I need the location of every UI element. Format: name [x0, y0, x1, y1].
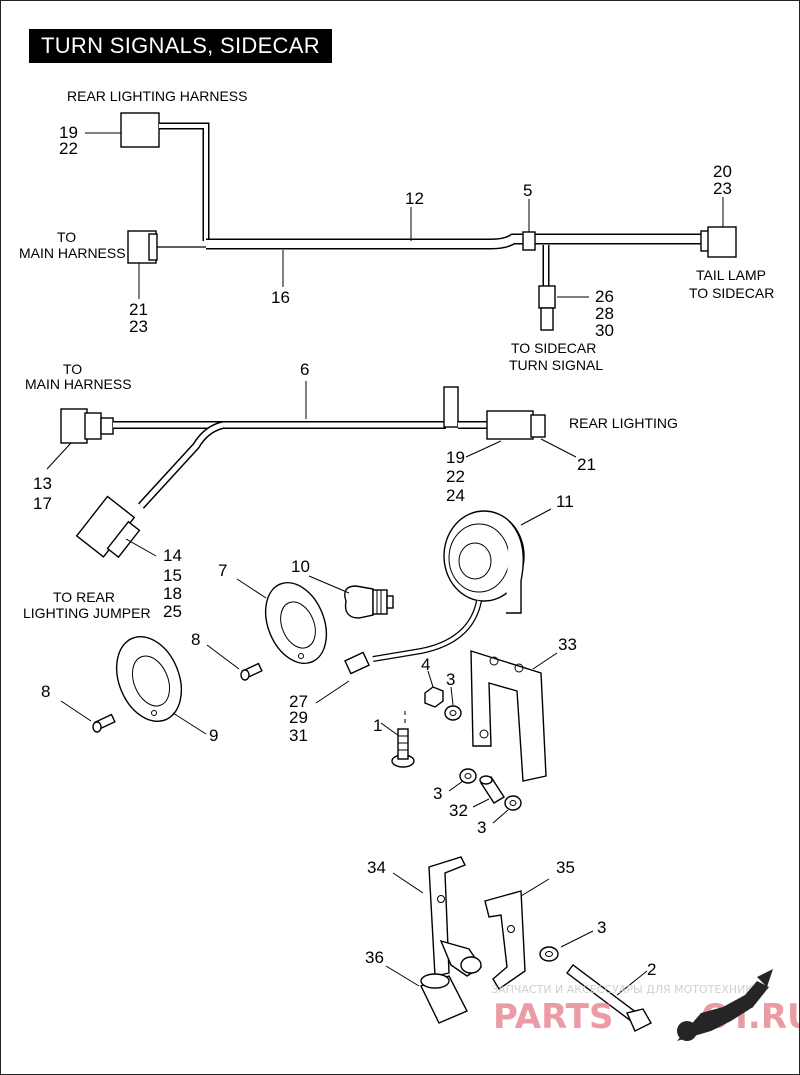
bracket-35: [484, 890, 526, 991]
callout-33: 33: [558, 635, 577, 654]
callout-4: 4: [421, 655, 430, 674]
washer-3-lower: [459, 768, 477, 784]
label-main-harness: MAIN HARNESS: [19, 245, 126, 261]
callout-26: 26: [595, 287, 614, 306]
lens-9: [115, 635, 183, 723]
washer-3-bottom: [539, 946, 559, 962]
callout-3: 3: [446, 670, 455, 689]
page-title: TURN SIGNALS, SIDECAR: [29, 29, 332, 63]
watermark-caption: ЗАПЧАСТИ И АКСЕССУАРЫ ДЛЯ МОТОТЕХНИКИ: [491, 983, 761, 996]
bolt-2: [566, 964, 652, 1032]
tie-strap: [443, 386, 459, 428]
label-tail-lamp: TAIL LAMP: [696, 267, 766, 283]
label-lighting-jumper: LIGHTING JUMPER: [23, 605, 151, 621]
callout-32: 32: [449, 801, 468, 820]
turn-signal-lamp-11: [344, 510, 525, 675]
callout-9: 9: [209, 726, 218, 745]
callout-22b: 22: [446, 467, 465, 486]
nut-4: [424, 686, 444, 708]
motorcycle-logo-icon: [677, 969, 773, 1041]
label-rear-lighting: REAR LIGHTING: [569, 415, 678, 431]
callout-34: 34: [367, 858, 386, 877]
callout-29: 29: [289, 708, 308, 727]
spacer-32: [479, 775, 505, 804]
washer-3-end: [504, 795, 522, 811]
callout-15: 15: [163, 566, 182, 585]
callout-20: 20: [713, 162, 732, 181]
callout-16: 16: [271, 288, 290, 307]
callout-27: 27: [289, 692, 308, 711]
callout-12: 12: [405, 189, 424, 208]
label-to-rear: TO REAR: [53, 589, 115, 605]
callout-5: 5: [523, 181, 532, 200]
spacer-36: [420, 973, 468, 1024]
callout-11: 11: [556, 492, 574, 511]
washer-3: [444, 705, 462, 721]
label-to-sidecar: TO SIDECAR: [689, 285, 774, 301]
callout-36: 36: [365, 948, 384, 967]
callout-35: 35: [556, 858, 575, 877]
mounting-bracket-33: [470, 650, 547, 782]
callout-19b: 19: [446, 448, 465, 467]
callout-19: 19: [59, 123, 78, 142]
label-to-sidecar-2: TO SIDECAR: [511, 340, 596, 356]
callout-31: 31: [289, 726, 308, 745]
connector-20-23: [707, 226, 737, 258]
callout-7: 7: [218, 561, 227, 580]
screw-8-upper: [240, 662, 263, 681]
label-to: TO: [57, 229, 76, 245]
watermark: ЗАПЧАСТИ И АКСЕССУАРЫ ДЛЯ МОТОТЕХНИКИ PA…: [491, 969, 799, 1041]
callout-13: 13: [33, 474, 52, 493]
callout-17: 17: [33, 494, 52, 513]
callout-21b: 21: [577, 455, 596, 474]
callout-3c: 3: [477, 818, 486, 837]
callout-1: 1: [373, 716, 382, 735]
bracket-34: [428, 856, 482, 977]
callout-3d: 3: [597, 918, 606, 937]
callout-8b: 8: [41, 682, 50, 701]
callout-3b: 3: [433, 784, 442, 803]
jumper-harness-6: [60, 386, 546, 559]
screw-1: [391, 728, 415, 768]
callout-6: 6: [300, 360, 309, 379]
lens-7: [264, 581, 328, 665]
callout-30: 30: [595, 321, 614, 340]
screw-8-lower: [92, 713, 116, 733]
callout-21: 21: [129, 300, 148, 319]
callout-23b: 23: [129, 317, 148, 336]
watermark-brand-left: PARTS: [493, 997, 613, 1037]
label-turn-signal: TURN SIGNAL: [509, 357, 603, 373]
pigtail-wire: [159, 122, 210, 241]
callout-8: 8: [191, 630, 200, 649]
callout-14: 14: [163, 546, 182, 565]
connector-13-17: [60, 408, 88, 444]
callout-2: 2: [647, 960, 656, 979]
callout-22: 22: [59, 139, 78, 158]
label-main-harness-2: MAIN HARNESS: [25, 376, 132, 392]
connector-19-22-24: [486, 410, 534, 440]
callout-25: 25: [163, 602, 182, 621]
rear-lighting-harness-assembly: [120, 112, 737, 331]
callout-18: 18: [163, 584, 182, 603]
label-rear-lighting-harness: REAR LIGHTING HARNESS: [67, 88, 247, 104]
bulb-10: [344, 585, 394, 619]
callout-24: 24: [446, 486, 465, 505]
callout-10: 10: [291, 557, 310, 576]
connector-26-28-30: [538, 285, 556, 309]
callout-23: 23: [713, 179, 732, 198]
label-to-2: TO: [63, 361, 82, 377]
cable-clip-5: [522, 231, 536, 251]
callout-28: 28: [595, 304, 614, 323]
connector-19-22: [120, 112, 160, 148]
